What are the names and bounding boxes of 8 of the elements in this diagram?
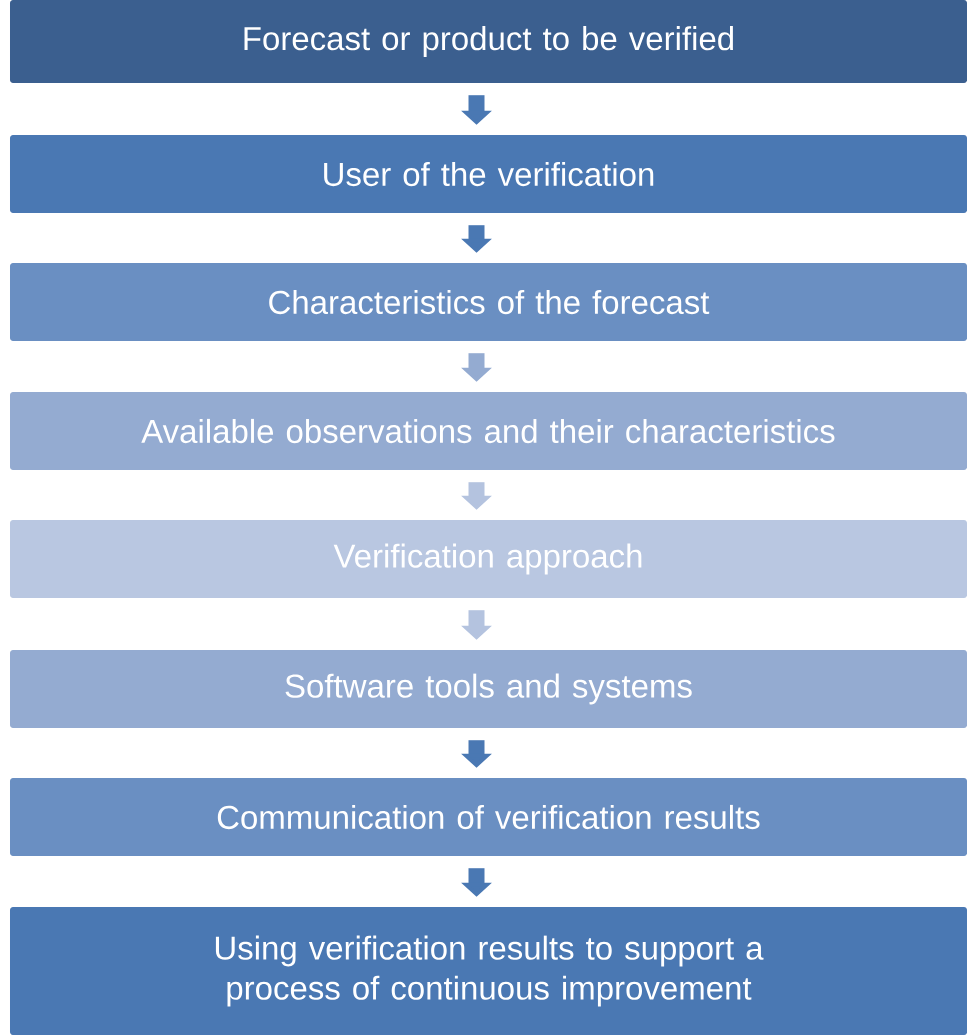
process-box: User of the verification (10, 135, 967, 213)
process-box: Verification approach (10, 520, 967, 598)
process-box: Available observations and their characteristics (10, 392, 967, 470)
process-box: Communication of verification results (10, 778, 967, 856)
process-box: Forecast or product to be verified (10, 0, 967, 83)
process-box: Using verification results to support a process of continuous improvement (10, 907, 967, 1035)
process-box: Characteristics of the forecast (10, 263, 967, 341)
process-box: Software tools and systems (10, 650, 967, 728)
